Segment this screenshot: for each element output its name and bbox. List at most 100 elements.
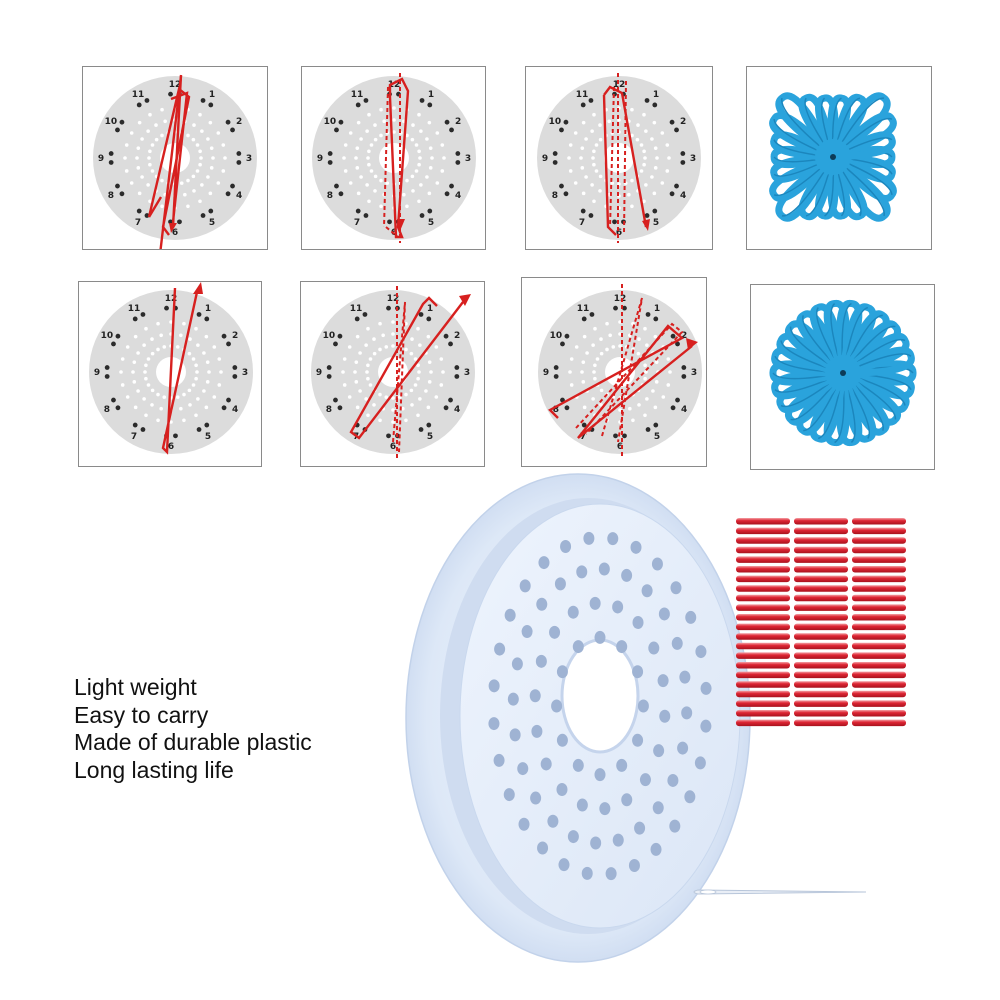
board-number: 3	[465, 154, 471, 164]
board-hole	[182, 321, 186, 326]
board-hole	[617, 182, 621, 186]
board-hole	[594, 143, 599, 147]
board-pin	[196, 312, 202, 317]
board-number: 5	[653, 218, 659, 228]
board-hole	[216, 131, 221, 135]
board-hole	[650, 137, 654, 141]
board-hole	[581, 380, 586, 384]
board-pin	[448, 397, 453, 403]
board-pin	[334, 127, 339, 133]
board-number: 10	[101, 331, 114, 341]
board-hole	[343, 169, 348, 173]
board-hole	[665, 169, 670, 173]
board-pin	[552, 151, 558, 156]
step-2-thread	[388, 77, 410, 239]
loom-hole	[590, 836, 602, 850]
board-pin	[449, 183, 454, 189]
board-pin	[111, 397, 116, 403]
board-pin	[132, 422, 138, 428]
pin	[794, 633, 848, 640]
board-pin	[236, 151, 242, 156]
board-hole	[594, 169, 599, 173]
pin	[852, 537, 906, 544]
board-hole	[202, 351, 206, 355]
board-pin	[177, 219, 182, 225]
board-number: 5	[209, 218, 215, 228]
board-pin	[419, 213, 425, 218]
board-hole	[208, 120, 213, 125]
board-number: 8	[108, 191, 114, 201]
board-pin	[645, 312, 651, 317]
board-hole	[439, 383, 444, 387]
board-pin	[363, 98, 369, 103]
step-5-thread-dashed	[392, 286, 406, 458]
board-number: 9	[316, 368, 322, 378]
board-hole	[378, 347, 382, 352]
board-hole	[630, 133, 634, 138]
board-number: 9	[542, 154, 548, 164]
board-number: 5	[205, 432, 211, 442]
board-hole	[373, 174, 378, 179]
step-4-arrowhead	[193, 282, 203, 294]
board-number: 6	[168, 442, 174, 452]
loom-hole	[700, 681, 712, 695]
loom-hole	[530, 791, 542, 805]
board-number: 6	[616, 228, 622, 238]
board-pin	[613, 433, 618, 439]
board-hole	[198, 149, 202, 154]
board-hole	[419, 183, 423, 187]
loom-hole	[700, 719, 712, 733]
board-hole	[372, 351, 377, 356]
board-hole	[618, 320, 622, 324]
loom-hole	[572, 758, 584, 772]
loom-hole	[567, 605, 579, 619]
board-number: 4	[455, 191, 461, 201]
board-pin	[327, 160, 333, 165]
board-hole	[391, 408, 395, 412]
pins-icon	[736, 518, 906, 727]
board-hole	[581, 191, 586, 196]
board-hole	[410, 174, 415, 179]
loom-hole	[531, 724, 543, 738]
board-hole	[636, 123, 640, 127]
board-hole	[440, 169, 445, 173]
board-hole	[651, 389, 655, 393]
board-number: 12	[387, 294, 400, 304]
board-hole	[366, 363, 370, 368]
board-pin	[326, 374, 332, 379]
board-hole	[136, 166, 141, 170]
board-number: 1	[209, 90, 215, 100]
board-hole	[384, 395, 389, 399]
board-pin	[337, 333, 343, 339]
board-hole	[584, 175, 588, 179]
board-hole	[579, 156, 583, 160]
board-pin	[363, 213, 369, 218]
board-hole	[148, 162, 152, 167]
board-hole	[209, 166, 214, 170]
board-number: 8	[104, 405, 110, 415]
board-hole	[179, 406, 183, 411]
pin	[794, 604, 848, 611]
pin	[794, 642, 848, 650]
board-number: 8	[326, 405, 332, 415]
board-pin	[644, 98, 650, 103]
board-hole	[175, 395, 180, 399]
product-illustration	[405, 473, 906, 963]
loom-hole	[639, 773, 651, 787]
board-hole	[150, 403, 154, 407]
board-pin	[580, 208, 586, 214]
board-hole	[381, 333, 385, 338]
board-hole	[131, 370, 135, 374]
board-hole	[355, 405, 360, 410]
board-hole	[430, 156, 434, 160]
board-pin	[652, 102, 658, 108]
loom-hole	[694, 756, 706, 770]
board-hole	[405, 178, 409, 183]
board-hole	[667, 156, 671, 160]
pin	[794, 546, 848, 554]
board-hole	[150, 143, 155, 147]
board-hole	[599, 337, 603, 341]
board-hole	[198, 112, 202, 117]
board-pin	[104, 365, 110, 370]
